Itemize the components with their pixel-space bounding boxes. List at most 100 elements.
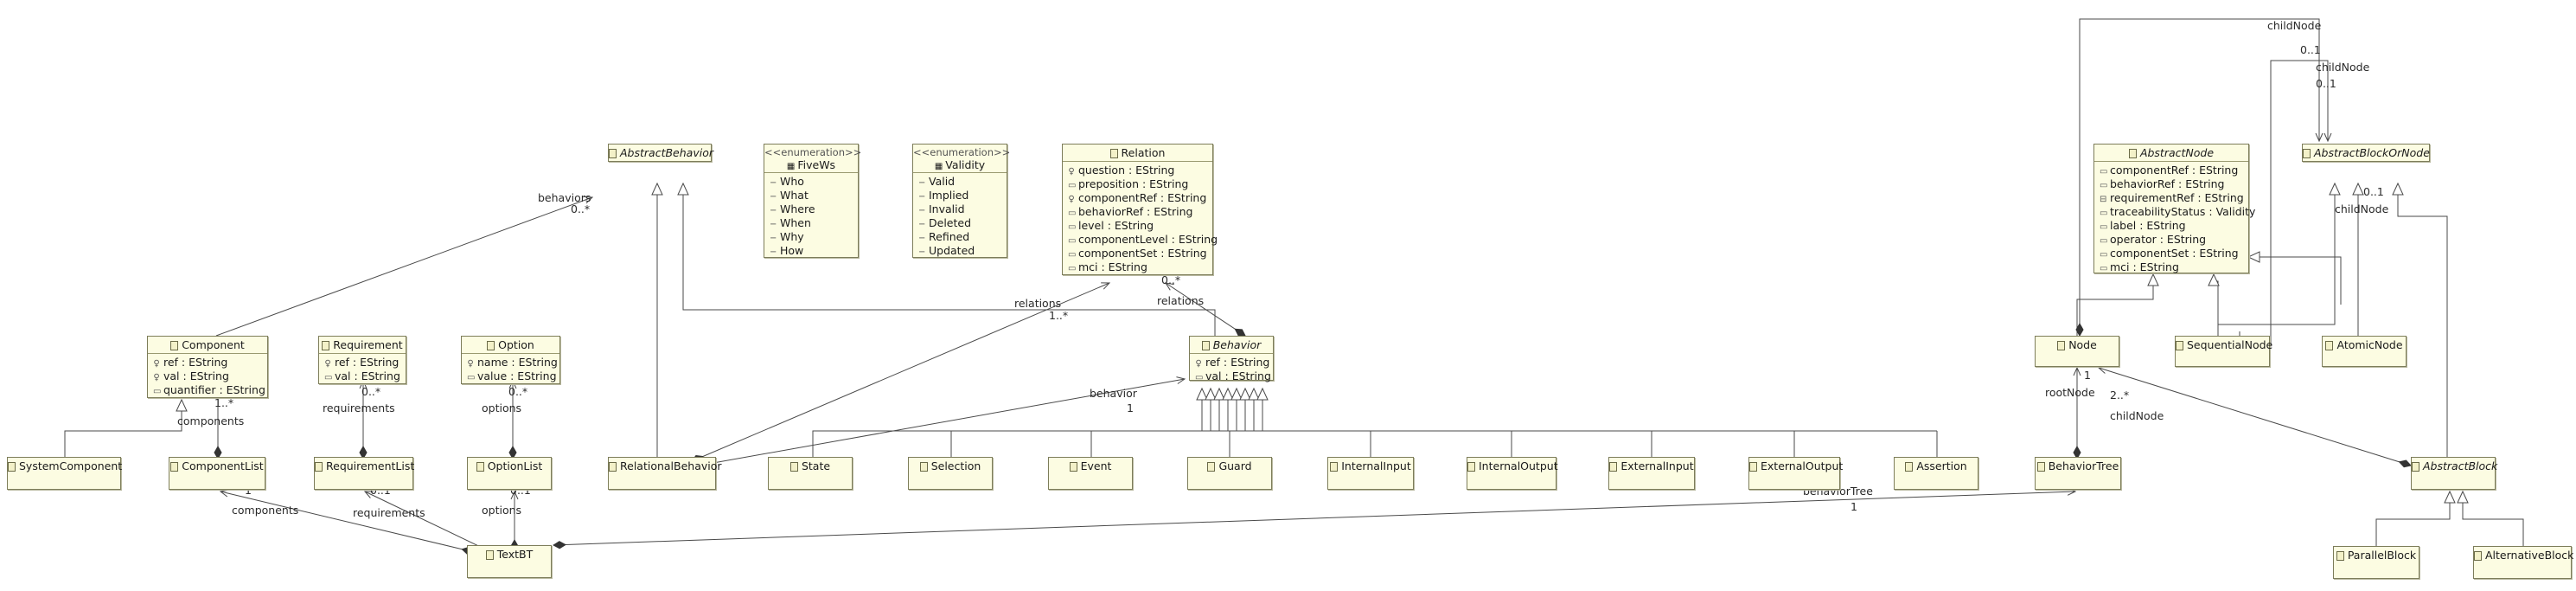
class-requirementlist[interactable]: RequirementList	[314, 457, 415, 490]
class-textbt[interactable]: TextBT	[467, 545, 552, 578]
edge-label-behaviortree-mult: 1	[1851, 500, 1857, 513]
class-externalinput[interactable]: ExternalInput	[1608, 457, 1695, 490]
class-icon	[1201, 341, 1210, 350]
class-requirement[interactable]: Requirement ♀ref : EString ▭val : EStrin…	[318, 336, 406, 384]
gen-parallelblock-abstractblock	[2375, 490, 2456, 546]
class-relation[interactable]: Relation ♀question : EString ▭prepositio…	[1062, 144, 1218, 275]
attribute: preposition : EString	[1078, 177, 1189, 190]
attribute: label : EString	[2110, 219, 2186, 232]
enum-validity[interactable]: <<enumeration>> ▦Validity −Valid −Implie…	[912, 144, 1010, 258]
class-icon	[609, 149, 617, 158]
literal-icon: −	[770, 192, 777, 202]
class-sequentialnode[interactable]: SequentialNode	[2175, 336, 2272, 367]
class-name: RequirementList	[326, 459, 415, 472]
class-name: AbstractBlockOrNode	[2314, 146, 2430, 159]
class-name: State	[801, 459, 831, 472]
class-node[interactable]: Node	[2035, 336, 2119, 367]
class-atomicnode[interactable]: AtomicNode	[2322, 336, 2407, 367]
edge-label-behaviors: behaviors	[538, 191, 591, 204]
attribute: quantifier : EString	[163, 383, 265, 396]
edge-label-childnode-top: childNode	[2267, 19, 2322, 32]
attribute: operator : EString	[2110, 233, 2207, 246]
class-icon	[2412, 462, 2419, 472]
edge-label-behavior-mult: 1	[1127, 401, 1134, 414]
class-behavior[interactable]: Behavior ♀ref : EString ▭val : EString	[1189, 336, 1274, 382]
attribute-icon: ▭	[324, 373, 333, 382]
class-behaviortree[interactable]: BehaviorTree	[2035, 457, 2121, 490]
class-abstractblockornode[interactable]: AbstractBlockOrNode	[2302, 144, 2430, 162]
class-icon	[1069, 462, 1077, 472]
literal: How	[780, 244, 804, 257]
attribute-icon: ▭	[153, 387, 162, 396]
class-systemcomponent[interactable]: SystemComponent	[7, 457, 123, 490]
attribute: componentSet : EString	[1078, 247, 1207, 260]
literal-icon: −	[918, 234, 926, 243]
class-optionlist[interactable]: OptionList	[467, 457, 552, 490]
edge-label-relations-right-mult: 0..*	[1161, 273, 1180, 286]
assoc-relationalbehavior-relations	[691, 282, 1111, 463]
class-state[interactable]: State	[768, 457, 853, 490]
edge-label-rootnode: rootNode	[2045, 386, 2095, 399]
class-guard[interactable]: Guard	[1187, 457, 1272, 490]
attribute: componentRef : EString	[1078, 191, 1207, 204]
edge-label-behavior: behavior	[1090, 387, 1138, 400]
attribute: ref : EString	[335, 356, 400, 369]
attribute: ref : EString	[163, 356, 228, 369]
gen-abstractblockornode-abstractnode	[2247, 251, 2342, 305]
attribute-icon: ▭	[2100, 250, 2108, 260]
class-icon	[1749, 462, 1757, 472]
class-internaloutput[interactable]: InternalOutput	[1467, 457, 1558, 490]
edge-label-options-top: options	[482, 401, 521, 414]
literal: Invalid	[929, 202, 965, 215]
attribute-icon: ♀	[1068, 167, 1075, 177]
class-name: Requirement	[333, 338, 403, 351]
edge-label-requirements-top: requirements	[323, 401, 395, 414]
assoc-textbt-components	[219, 489, 475, 555]
class-selection[interactable]: Selection	[908, 457, 993, 490]
edge-label-childnode-right: childNode	[2335, 202, 2389, 215]
class-externaloutput[interactable]: ExternalOutput	[1748, 457, 1844, 490]
class-event[interactable]: Event	[1048, 457, 1133, 490]
attribute-icon: ▭	[467, 373, 476, 382]
class-icon	[2303, 149, 2311, 158]
attribute: ref : EString	[1205, 356, 1270, 369]
attribute: behaviorRef : EString	[1078, 205, 1193, 218]
class-assertion[interactable]: Assertion	[1894, 457, 1978, 490]
class-abstractbehavior[interactable]: AbstractBehavior	[608, 144, 713, 162]
attribute: traceabilityStatus : Validity	[2110, 205, 2256, 218]
class-abstractnode[interactable]: AbstractNode ▭componentRef : EString ▭be…	[2093, 144, 2255, 273]
class-name: InternalInput	[1341, 459, 1411, 472]
class-icon	[609, 462, 617, 472]
class-alternativeblock[interactable]: AlternativeBlock	[2473, 546, 2573, 579]
assoc-textbt-behaviortree	[552, 487, 2077, 549]
attribute-icon: ⊟	[2100, 195, 2107, 204]
class-option[interactable]: Option ♀name : EString ▭value : EString	[461, 336, 560, 384]
attribute-icon: ♀	[1195, 359, 1202, 369]
class-component[interactable]: Component ♀ref : EString ♀val : EString …	[147, 336, 268, 398]
enum-icon: ▦	[934, 162, 943, 171]
class-name: AbstractBlock	[2423, 459, 2498, 472]
attribute-icon: ▭	[2100, 222, 2108, 232]
class-parallelblock[interactable]: ParallelBlock	[2333, 546, 2419, 579]
attribute-icon: ▭	[1068, 250, 1077, 260]
class-componentlist[interactable]: ComponentList	[169, 457, 265, 490]
class-name: Node	[2068, 338, 2097, 351]
literal-icon: −	[918, 192, 926, 202]
class-icon	[2474, 551, 2482, 561]
attribute: behaviorRef : EString	[2110, 177, 2225, 190]
attribute-icon: ♀	[153, 373, 160, 382]
class-name: SystemComponent	[19, 459, 123, 472]
class-icon	[2128, 149, 2137, 158]
attribute: componentLevel : EString	[1078, 233, 1218, 246]
class-relationalbehavior[interactable]: RelationalBehavior	[608, 457, 722, 490]
attribute-icon: ♀	[324, 359, 331, 369]
literal: Valid	[929, 175, 956, 188]
edge-label-components-bottom-mult: 1	[245, 484, 252, 497]
literal: Who	[780, 175, 804, 188]
class-internalinput[interactable]: InternalInput	[1327, 457, 1414, 490]
enum-fivews[interactable]: <<enumeration>> ▦FiveWs −Who −What −Wher…	[764, 144, 861, 258]
class-abstractblock[interactable]: AbstractBlock	[2411, 457, 2498, 490]
class-name: ExternalOutput	[1761, 459, 1844, 472]
class-name: ComponentList	[182, 459, 264, 472]
